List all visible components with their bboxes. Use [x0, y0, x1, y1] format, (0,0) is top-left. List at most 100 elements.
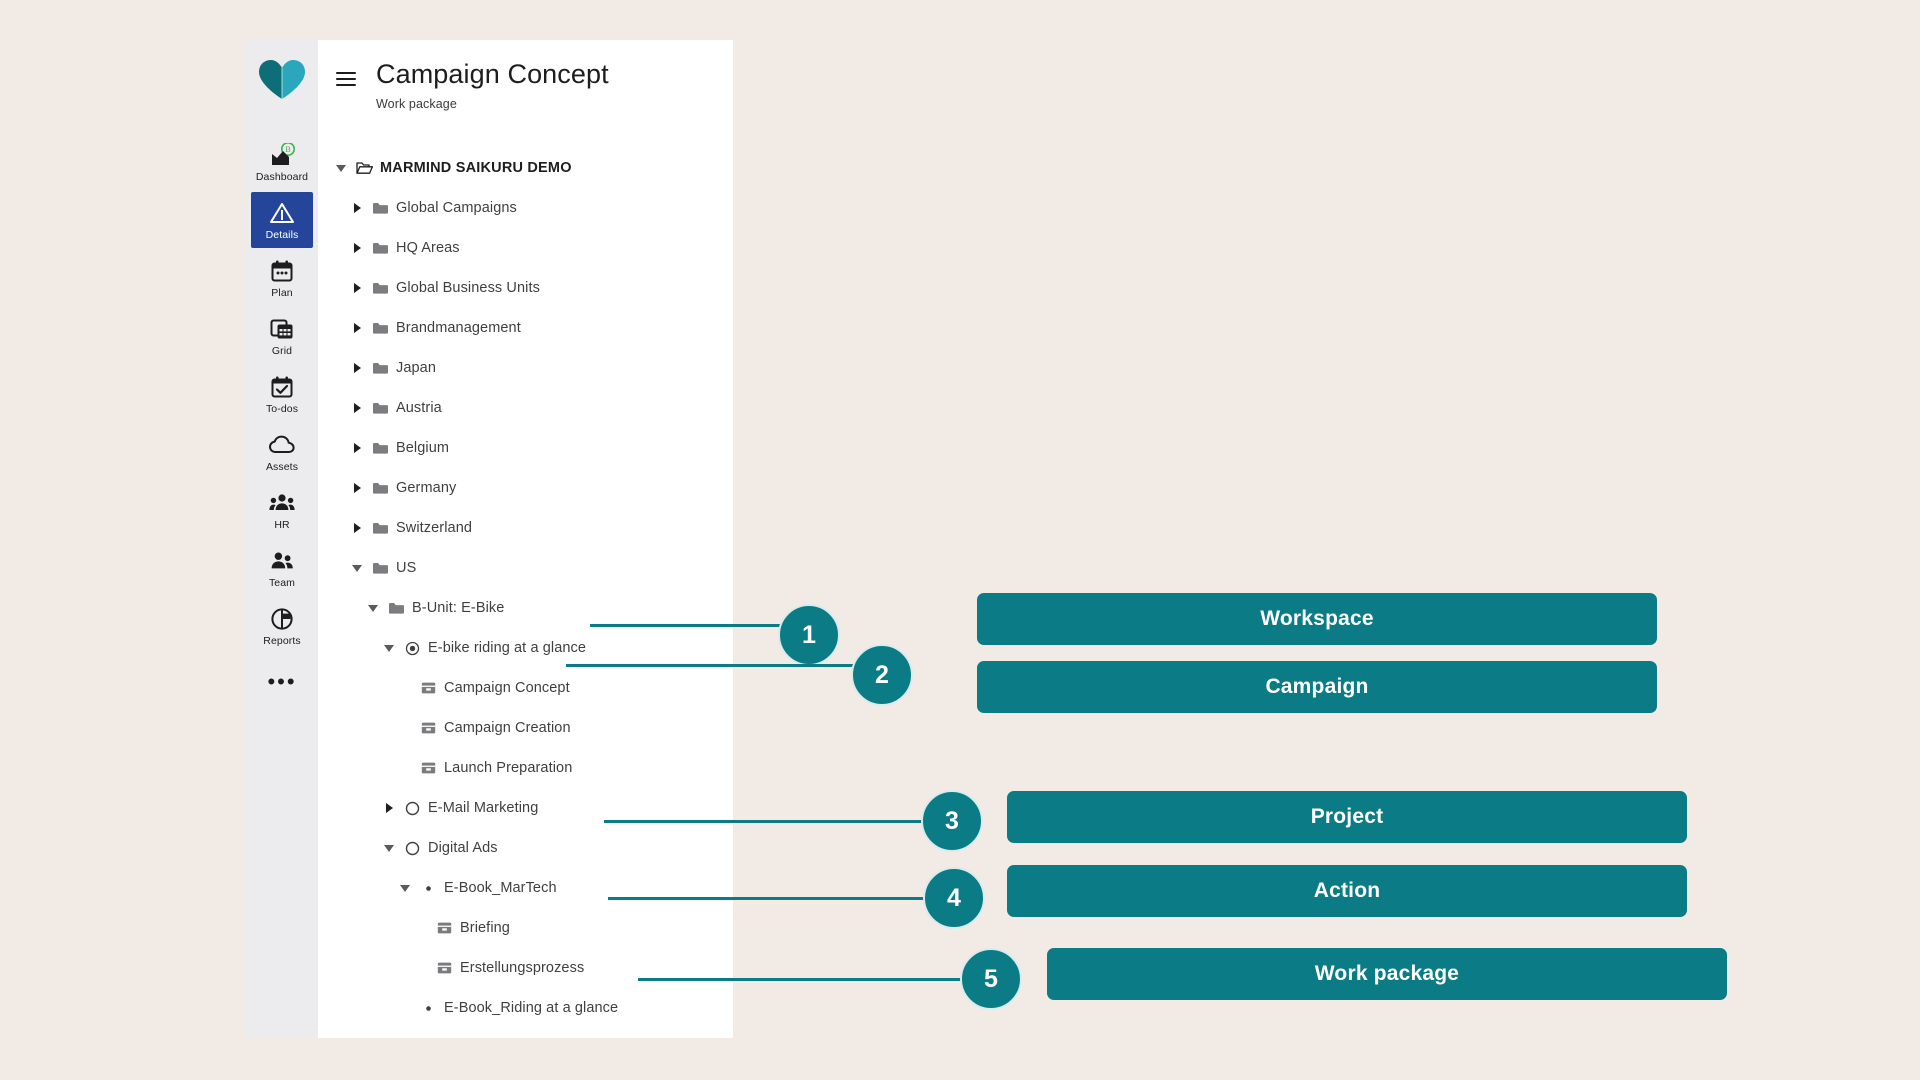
tree-row[interactable]: Launch Preparation: [334, 748, 733, 788]
sidebar-item-team[interactable]: Team: [251, 540, 313, 596]
tree-row[interactable]: E-Book_Riding at a glance: [334, 988, 733, 1028]
tree-row[interactable]: E-Mail Marketing: [334, 788, 733, 828]
chevron-down-icon[interactable]: [398, 880, 414, 896]
tree-node-label: Digital Ads: [428, 840, 498, 856]
header-texts: Campaign Concept Work package: [376, 58, 609, 112]
folder-icon: [372, 400, 389, 417]
grid-icon: [269, 316, 295, 342]
tree-node-label: Brandmanagement: [396, 320, 521, 336]
folder-icon: [372, 240, 389, 257]
chevron-right-icon[interactable]: [350, 360, 366, 376]
folder-icon: [372, 440, 389, 457]
tree-row[interactable]: Erstellungsprozess: [334, 948, 733, 988]
twisty-placeholder: [414, 960, 430, 976]
workpackage-icon: [420, 720, 437, 737]
tree-node-label: MARMIND SAIKURU DEMO: [380, 160, 572, 176]
dashboard-icon: B: [269, 142, 295, 168]
tree-node-label: Briefing: [460, 920, 510, 936]
tree-row[interactable]: Switzerland: [334, 508, 733, 548]
workpackage-icon: [420, 680, 437, 697]
chevron-right-icon[interactable]: [350, 440, 366, 456]
sidebar-item-label: Team: [268, 576, 296, 589]
tree-row[interactable]: MARMIND SAIKURU DEMO: [334, 148, 733, 188]
folder-icon: [372, 280, 389, 297]
campaign-icon: [404, 640, 421, 657]
tree-row[interactable]: Campaign Concept: [334, 668, 733, 708]
chevron-right-icon[interactable]: [350, 240, 366, 256]
tree-row[interactable]: Austria: [334, 388, 733, 428]
callout-label-bar[interactable]: Workspace: [977, 593, 1657, 645]
workpackage-icon: [436, 920, 453, 937]
chevron-down-icon[interactable]: [382, 840, 398, 856]
sidebar-item-dashboard[interactable]: B Dashboard: [251, 134, 313, 190]
svg-text:B: B: [285, 145, 290, 154]
callout-label-bar[interactable]: Project: [1007, 791, 1687, 843]
tree-row[interactable]: E-bike riding at a glance: [334, 628, 733, 668]
folder-open-icon: [356, 160, 373, 177]
tree-node-label: Germany: [396, 480, 457, 496]
chevron-right-icon[interactable]: [350, 320, 366, 336]
chevron-down-icon[interactable]: [382, 640, 398, 656]
folder-icon: [388, 600, 405, 617]
tree-row[interactable]: Briefing: [334, 908, 733, 948]
chevron-down-icon[interactable]: [366, 600, 382, 616]
chevron-right-icon[interactable]: [382, 800, 398, 816]
sidebar-item-label: Assets: [265, 460, 299, 473]
sidebar-item-details[interactable]: Details: [251, 192, 313, 248]
tree-node-label: Japan: [396, 360, 437, 376]
tree-row[interactable]: US: [334, 548, 733, 588]
callout-badge[interactable]: 4: [923, 867, 985, 929]
calendar-icon: [269, 258, 295, 284]
twisty-placeholder: [398, 760, 414, 776]
sidebar-item-todos[interactable]: To-dos: [251, 366, 313, 422]
callout-badge[interactable]: 2: [851, 644, 913, 706]
tree-node-label: E-Book_Riding at a glance: [444, 1000, 619, 1016]
sidebar-item-assets[interactable]: Assets: [251, 424, 313, 480]
page-title: Campaign Concept: [376, 59, 609, 89]
sidebar-item-grid[interactable]: Grid: [251, 308, 313, 364]
tree-row[interactable]: HQ Areas: [334, 228, 733, 268]
action-icon: [420, 1000, 437, 1017]
tree-node-label: US: [396, 560, 417, 576]
chevron-right-icon[interactable]: [350, 480, 366, 496]
tree-row[interactable]: Digital Ads: [334, 828, 733, 868]
tree-node-label: Global Campaigns: [396, 200, 517, 216]
tree-row[interactable]: Belgium: [334, 428, 733, 468]
sidebar-item-reports[interactable]: Reports: [251, 598, 313, 654]
content-panel: Campaign Concept Work package MARMIND SA…: [318, 40, 733, 1038]
tree-row[interactable]: Japan: [334, 348, 733, 388]
tree-row[interactable]: Brandmanagement: [334, 308, 733, 348]
tree-row[interactable]: B-Unit: E-Bike: [334, 588, 733, 628]
twisty-placeholder: [398, 720, 414, 736]
tree-row[interactable]: Global Business Units: [334, 268, 733, 308]
callout-badge[interactable]: 5: [960, 948, 1022, 1010]
tree-node-label: Erstellungsprozess: [460, 960, 585, 976]
tree-row[interactable]: Germany: [334, 468, 733, 508]
tree-row[interactable]: Campaign Creation: [334, 708, 733, 748]
sidebar-item-hr[interactable]: HR: [251, 482, 313, 538]
callout-label-bar[interactable]: Campaign: [977, 661, 1657, 713]
hamburger-icon[interactable]: [336, 68, 358, 90]
sidebar-more-button[interactable]: •••: [267, 669, 297, 694]
workpackage-icon: [420, 760, 437, 777]
chevron-right-icon[interactable]: [350, 520, 366, 536]
tree-row[interactable]: E-Book_MarTech: [334, 868, 733, 908]
callout-label-bar[interactable]: Work package: [1047, 948, 1727, 1000]
sidebar-item-plan[interactable]: Plan: [251, 250, 313, 306]
callout-label-bar[interactable]: Action: [1007, 865, 1687, 917]
chevron-right-icon[interactable]: [350, 400, 366, 416]
chevron-down-icon[interactable]: [350, 560, 366, 576]
chevron-right-icon[interactable]: [350, 280, 366, 296]
callout-badge[interactable]: 1: [778, 604, 840, 666]
sidebar-item-label: Reports: [263, 634, 301, 647]
sidebar-item-label: Dashboard: [255, 170, 309, 183]
callout-badge[interactable]: 3: [921, 790, 983, 852]
tree-row[interactable]: Global Campaigns: [334, 188, 733, 228]
folder-icon: [372, 520, 389, 537]
chevron-right-icon[interactable]: [350, 200, 366, 216]
chevron-down-icon[interactable]: [334, 160, 350, 176]
sidebar-item-label: HR: [274, 518, 290, 531]
twisty-placeholder: [398, 1000, 414, 1016]
team-icon: [269, 548, 295, 574]
sidebar-nav-rail: B Dashboard Details: [246, 40, 318, 1038]
